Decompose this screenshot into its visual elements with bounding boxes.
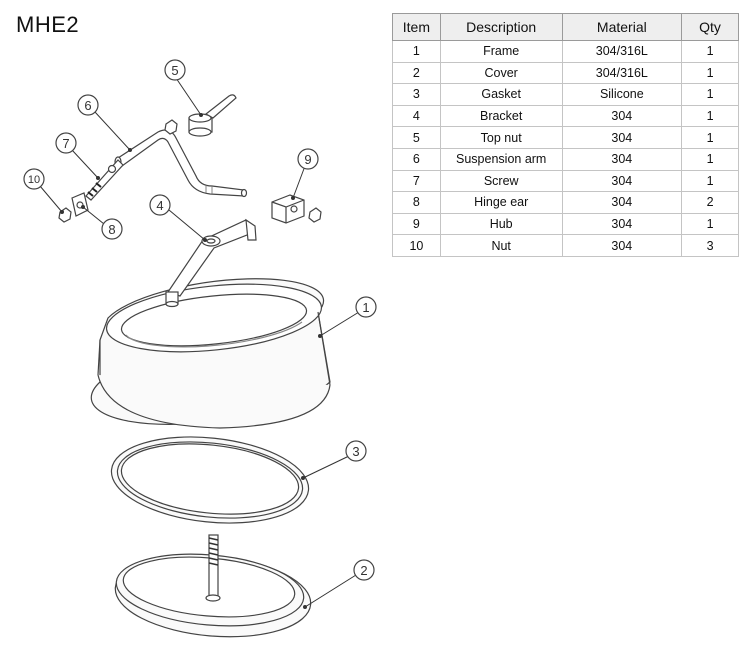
cell-material: 304 — [561, 104, 683, 128]
callout-6: 6 — [77, 94, 99, 116]
parts-table: Item Description Material Qty 1 Frame 30… — [392, 13, 739, 257]
cell-description: Gasket — [439, 83, 563, 106]
cell-item: 6 — [392, 147, 441, 171]
cell-description: Screw — [439, 169, 563, 193]
callout-3-label: 3 — [352, 444, 359, 459]
cell-qty: 1 — [681, 212, 739, 236]
cell-description: Hub — [439, 212, 563, 236]
part-screw — [85, 159, 124, 201]
part-cover — [114, 534, 312, 638]
cell-material: 304 — [561, 126, 683, 149]
callout-10: 10 — [23, 168, 45, 190]
part-top-nut — [188, 94, 237, 137]
callout-8: 8 — [101, 218, 123, 240]
cell-description: Cover — [439, 61, 563, 85]
cell-material: 304/316L — [561, 61, 683, 85]
table-row: 3 Gasket Silicone 1 — [392, 83, 739, 106]
callout-6-label: 6 — [84, 98, 91, 113]
callout-9-label: 9 — [304, 152, 311, 167]
cell-description: Hinge ear — [439, 191, 563, 214]
cell-material: 304 — [561, 212, 683, 236]
parts-table-header: Item Description Material Qty — [392, 13, 739, 41]
part-frame — [90, 278, 331, 429]
cell-qty: 1 — [681, 147, 739, 171]
cell-qty: 1 — [681, 40, 739, 63]
callout-10-label: 10 — [28, 174, 40, 186]
cell-qty: 1 — [681, 104, 739, 128]
callout-1-label: 1 — [362, 300, 369, 315]
header-material: Material — [561, 13, 683, 41]
callout-4-label: 4 — [156, 198, 163, 213]
table-row: 1 Frame 304/316L 1 — [392, 40, 739, 63]
callout-7-label: 7 — [62, 136, 69, 151]
cell-description: Top nut — [439, 126, 563, 149]
cell-item: 9 — [392, 212, 441, 236]
table-row: 8 Hinge ear 304 2 — [392, 191, 739, 214]
callout-5-label: 5 — [171, 63, 178, 78]
callout-1: 1 — [355, 296, 377, 318]
cell-description: Suspension arm — [439, 147, 563, 171]
part-bracket — [165, 218, 257, 308]
cell-description: Nut — [439, 234, 563, 257]
cell-material: Silicone — [561, 83, 683, 106]
callout-7: 7 — [55, 132, 77, 154]
cell-description: Frame — [439, 40, 563, 63]
callout-5: 5 — [164, 59, 186, 81]
header-qty: Qty — [681, 13, 739, 41]
cell-qty: 2 — [681, 191, 739, 214]
table-row: 5 Top nut 304 1 — [392, 126, 739, 149]
callout-3: 3 — [345, 440, 367, 462]
callout-leaders — [39, 77, 360, 608]
callout-9: 9 — [297, 148, 319, 170]
cell-item: 8 — [392, 191, 441, 214]
table-row: 2 Cover 304/316L 1 — [392, 61, 739, 85]
callout-4: 4 — [149, 194, 171, 216]
cell-item: 7 — [392, 169, 441, 193]
table-row: 7 Screw 304 1 — [392, 169, 739, 193]
callout-8-label: 8 — [108, 222, 115, 237]
table-row: 9 Hub 304 1 — [392, 212, 739, 236]
header-description: Description — [439, 13, 563, 41]
cell-description: Bracket — [439, 104, 563, 128]
table-row: 6 Suspension arm 304 1 — [392, 147, 739, 171]
cell-item: 4 — [392, 104, 441, 128]
part-gasket — [110, 436, 310, 524]
part-hinge-ear — [71, 192, 89, 217]
cell-material: 304 — [561, 147, 683, 171]
cell-material: 304 — [561, 234, 683, 257]
cell-material: 304/316L — [561, 40, 683, 63]
table-row: 10 Nut 304 3 — [392, 234, 739, 257]
drawing-title: MHE2 — [16, 12, 80, 37]
cell-qty: 1 — [681, 169, 739, 193]
table-row: 4 Bracket 304 1 — [392, 104, 739, 128]
header-item: Item — [392, 13, 441, 41]
cell-item: 5 — [392, 126, 441, 149]
part-suspension-arm — [114, 129, 248, 198]
cell-qty: 1 — [681, 83, 739, 106]
cell-item: 10 — [392, 234, 441, 257]
cell-item: 3 — [392, 83, 441, 106]
cell-qty: 1 — [681, 126, 739, 149]
callout-2: 2 — [353, 559, 375, 581]
cell-qty: 1 — [681, 61, 739, 85]
cell-item: 1 — [392, 40, 441, 63]
cell-material: 304 — [561, 191, 683, 214]
part-hub — [271, 194, 305, 224]
cell-qty: 3 — [681, 234, 739, 257]
callout-2-label: 2 — [360, 563, 367, 578]
cell-material: 304 — [561, 169, 683, 193]
cell-item: 2 — [392, 61, 441, 85]
